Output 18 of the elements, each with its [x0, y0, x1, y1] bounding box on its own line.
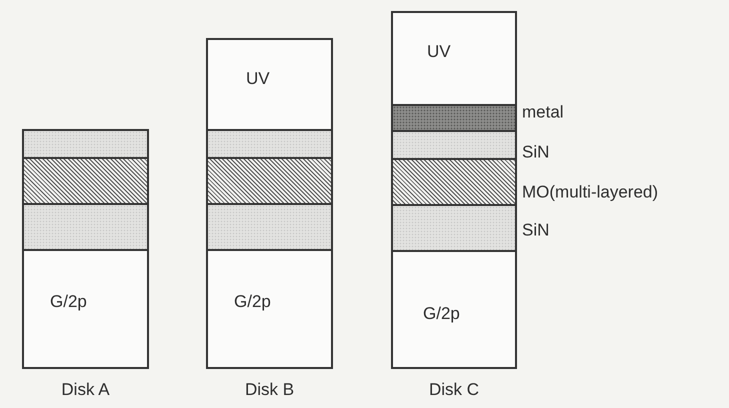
layer-label: UV	[246, 70, 270, 87]
layer-label: SiN	[522, 144, 550, 160]
layer-label: G/2p	[234, 293, 271, 310]
disk-label: Disk A	[60, 381, 111, 398]
layer-label: UV	[427, 43, 451, 60]
layer-label: SiN	[522, 222, 550, 238]
layer-band	[24, 131, 147, 159]
layer-label: MO(multi-layered)	[522, 184, 658, 200]
layer-label: G/2p	[423, 305, 460, 322]
layer-band	[24, 205, 147, 251]
disk-label: Disk B	[244, 381, 296, 398]
layer-band	[24, 159, 147, 205]
layer-label: metal	[522, 104, 564, 120]
layer-band	[208, 205, 331, 251]
disk-label: Disk C	[428, 381, 480, 398]
layer-label: G/2p	[50, 293, 87, 310]
layer-band	[208, 131, 331, 159]
layer-band	[208, 159, 331, 205]
